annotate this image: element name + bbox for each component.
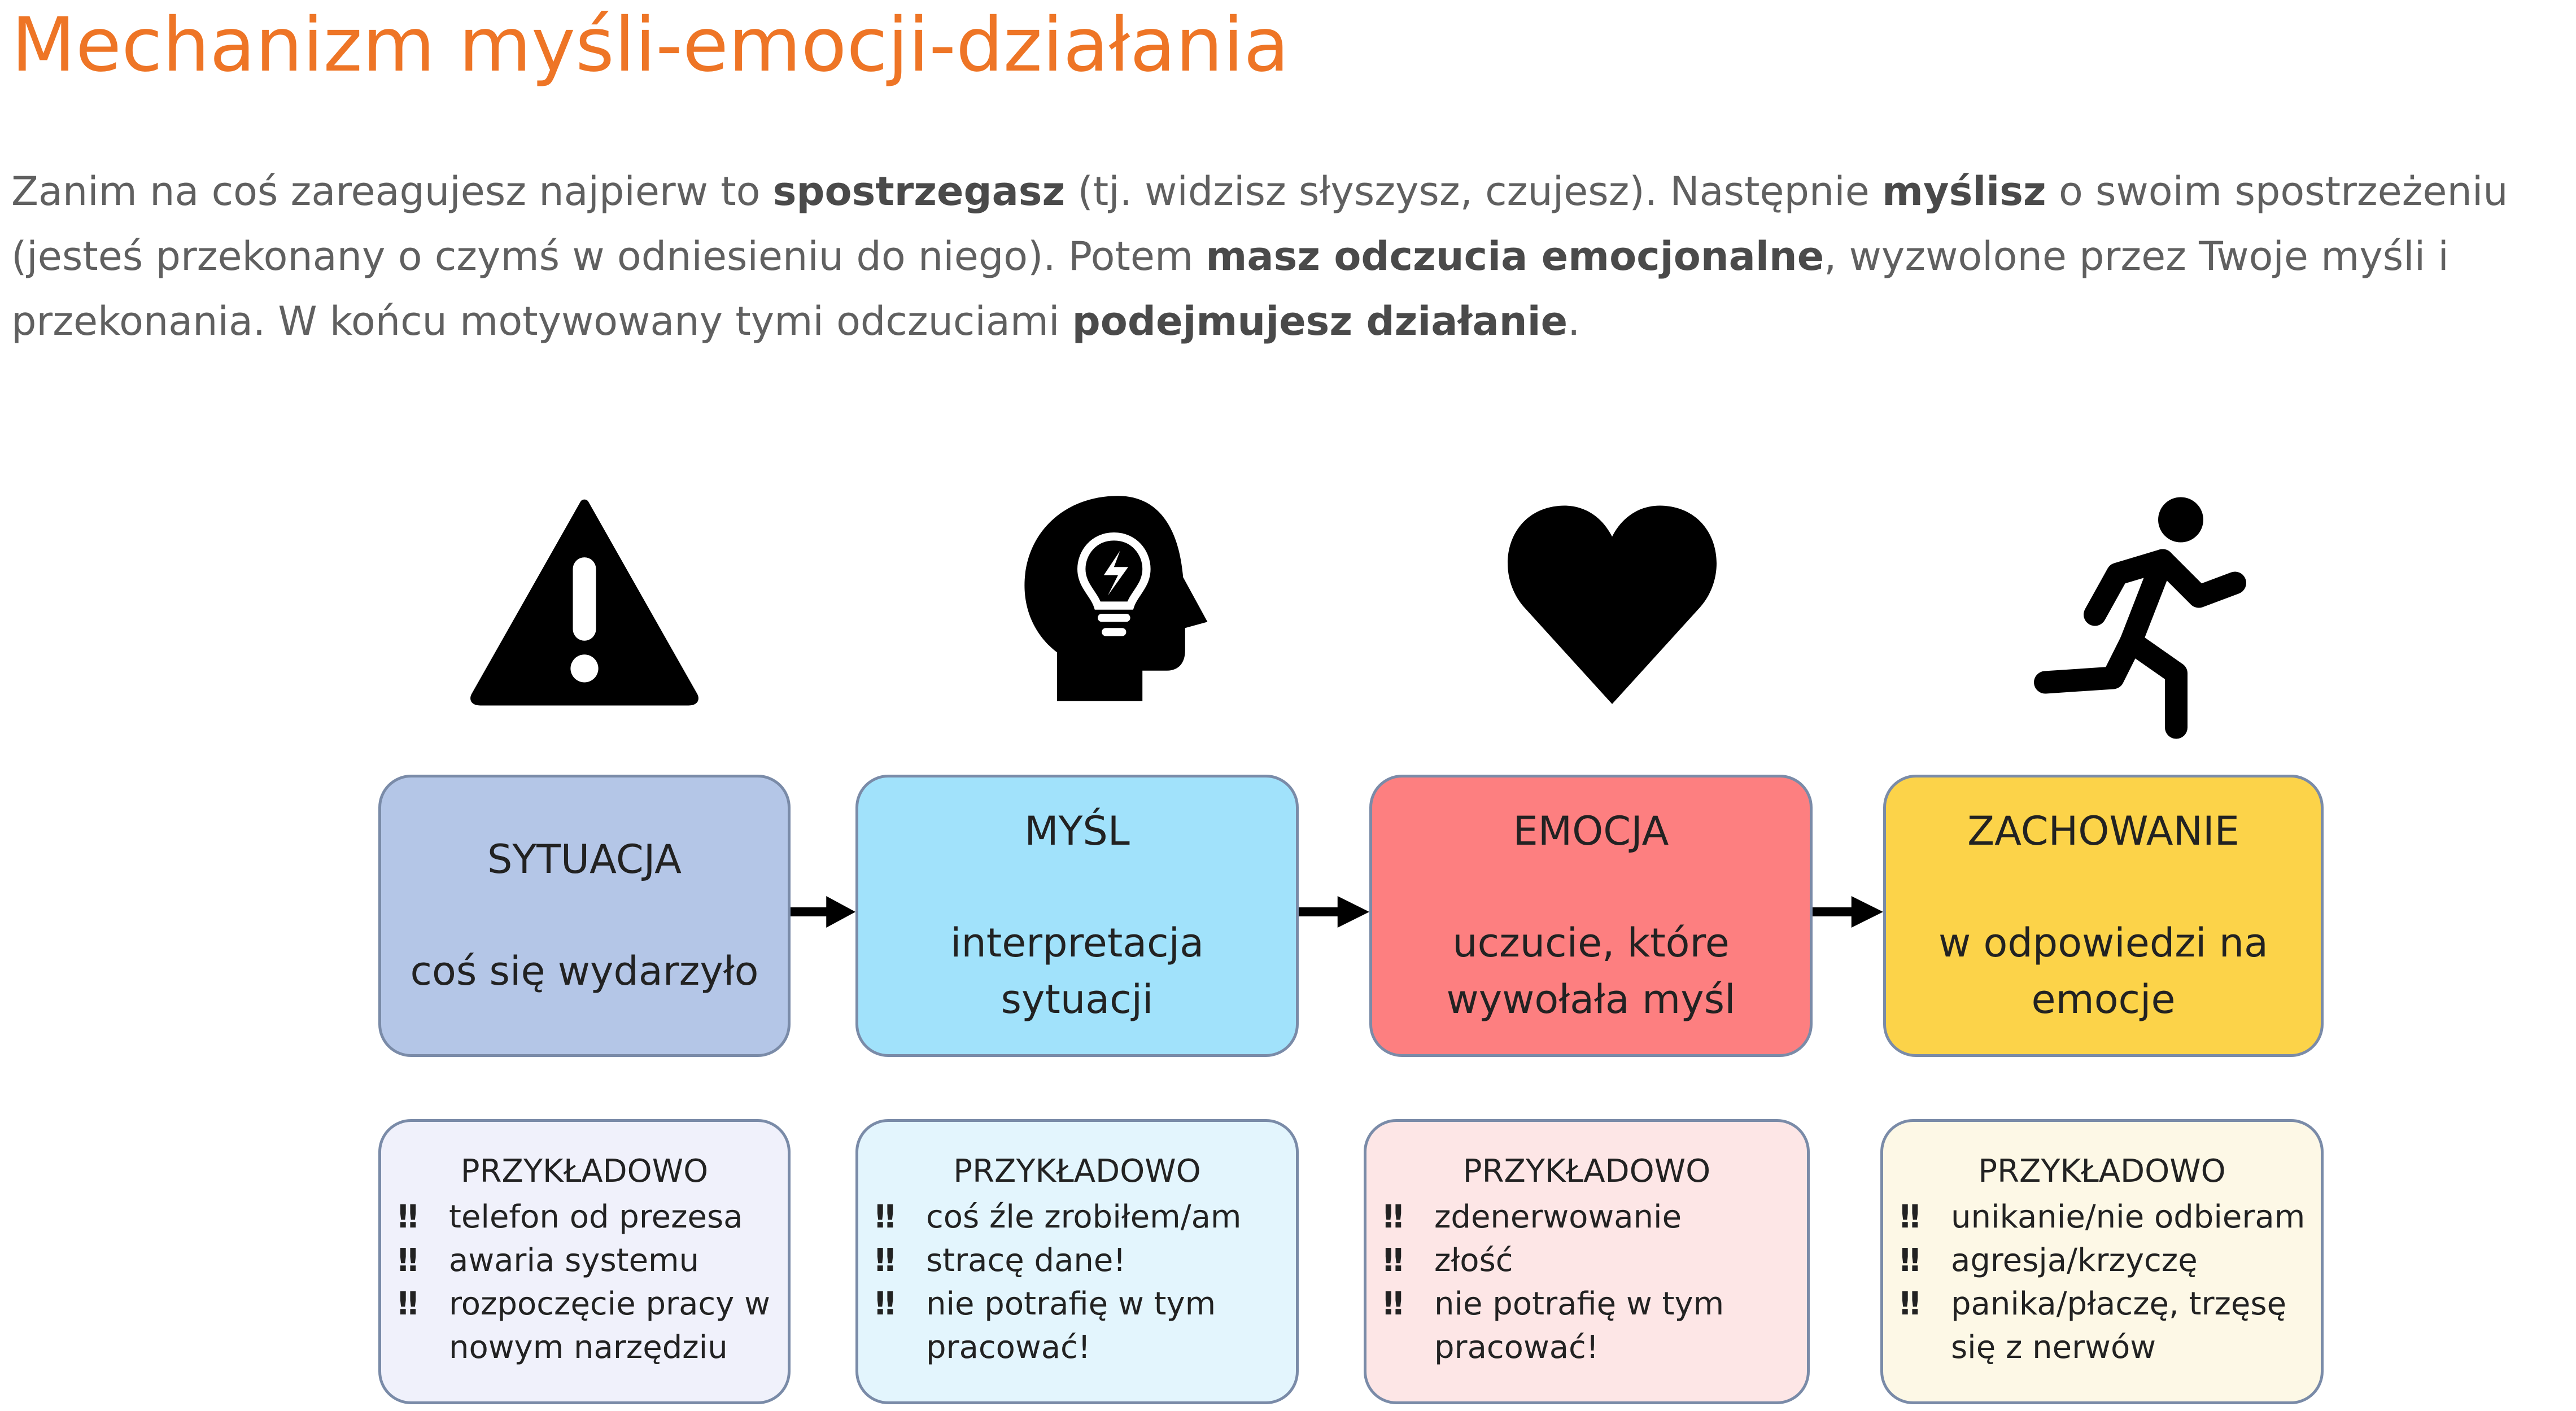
- example-text: nie potrafię w tym pracować!: [926, 1286, 1216, 1366]
- example-heading: PRZYKŁADOWO: [953, 1153, 1201, 1190]
- example-text: stracę dane!: [926, 1242, 1126, 1279]
- example-item: ‼ zdenerwowanie: [1383, 1195, 1807, 1239]
- example-item: ‼ unikanie/nie odbieram: [1900, 1195, 2321, 1239]
- example-heading: PRZYKŁADOWO: [1462, 1153, 1711, 1190]
- double-exclamation-icon: ‼: [875, 1286, 896, 1322]
- double-exclamation-icon: ‼: [398, 1199, 418, 1235]
- example-item: ‼ telefon od prezesa: [398, 1195, 788, 1239]
- intro-emphasis: myślisz: [1882, 168, 2046, 215]
- example-text: awaria systemu: [449, 1242, 700, 1279]
- example-item: ‼ rozpoczęcie pracy w nowym narzędziu: [398, 1282, 788, 1369]
- example-box: PRZYKŁADOWO ‼ coś źle zrobiłem/am ‼ stracę d…: [855, 1119, 1299, 1404]
- example-list: ‼ coś źle zrobiłem/am ‼ stracę dane! ‼ nie po…: [858, 1195, 1296, 1369]
- intro-emphasis: masz odczucia emocjonalne: [1206, 233, 1824, 279]
- intro-text: o swoim spostrzeżeniu (jesteś przekonany…: [11, 168, 2508, 279]
- stage-description: uczucie, które wywołała myśl: [1446, 920, 1736, 1023]
- double-exclamation-icon: ‼: [398, 1286, 418, 1322]
- stage-title: EMOCJA: [1513, 808, 1669, 854]
- intro-emphasis: spostrzegasz: [772, 168, 1066, 215]
- example-list: ‼ unikanie/nie odbieram ‼ agresja/krzyczę ‼ p…: [1883, 1195, 2321, 1369]
- intro-paragraph: Zanim na coś zareagujesz najpierw to spo…: [11, 159, 2564, 354]
- stage-description: w odpowiedzi na emocje: [1938, 920, 2268, 1023]
- double-exclamation-icon: ‼: [398, 1242, 418, 1279]
- stage-title: SYTUACJA: [487, 836, 682, 883]
- example-heading: PRZYKŁADOWO: [460, 1153, 709, 1190]
- stage-box: EMOCJA uczucie, które wywołała myśl: [1369, 775, 1813, 1057]
- example-text: unikanie/nie odbieram: [1951, 1199, 2306, 1235]
- double-exclamation-icon: ‼: [875, 1242, 896, 1279]
- heart-icon: [1502, 497, 1722, 709]
- example-item: ‼ coś źle zrobiłem/am: [875, 1195, 1296, 1239]
- example-text: coś źle zrobiłem/am: [926, 1199, 1242, 1235]
- running-person-icon: [2027, 491, 2253, 742]
- example-box: PRZYKŁADOWO ‼ unikanie/nie odbieram ‼ agresj…: [1880, 1119, 2324, 1404]
- example-text: telefon od prezesa: [449, 1199, 743, 1235]
- double-exclamation-icon: ‼: [875, 1199, 896, 1235]
- example-heading: PRZYKŁADOWO: [1978, 1153, 2226, 1190]
- intro-text: (tj. widzisz słyszysz, czujesz). Następn…: [1065, 168, 1883, 215]
- double-exclamation-icon: ‼: [1383, 1286, 1404, 1322]
- intro-emphasis: podejmujesz działanie: [1072, 298, 1568, 344]
- example-list: ‼ zdenerwowanie ‼ złość ‼ nie potrafię w tym …: [1366, 1195, 1807, 1369]
- example-item: ‼ agresja/krzyczę: [1900, 1239, 2321, 1282]
- page-title: Mechanizm myśli-emocji-działania: [11, 2, 1290, 89]
- example-box: PRZYKŁADOWO ‼ telefon od prezesa ‼ awaria sy…: [378, 1119, 791, 1404]
- intro-text: .: [1568, 298, 1580, 344]
- stage-title: ZACHOWANIE: [1967, 808, 2239, 854]
- stage-box: MYŚL interpretacja sytuacji: [855, 775, 1299, 1057]
- example-item: ‼ stracę dane!: [875, 1239, 1296, 1282]
- stage-title: MYŚL: [1024, 808, 1130, 854]
- example-item: ‼ nie potrafię w tym pracować!: [1383, 1282, 1807, 1369]
- example-text: rozpoczęcie pracy w nowym narzędziu: [449, 1286, 770, 1366]
- example-box: PRZYKŁADOWO ‼ zdenerwowanie ‼ złość ‼ nie potr…: [1364, 1119, 1810, 1404]
- flow-arrow: [1813, 894, 1883, 930]
- example-text: złość: [1434, 1242, 1513, 1279]
- warning-icon: [469, 497, 700, 706]
- stage-description: interpretacja sytuacji: [950, 920, 1204, 1023]
- example-item: ‼ nie potrafię w tym pracować!: [875, 1282, 1296, 1369]
- example-text: agresja/krzyczę: [1951, 1242, 2198, 1279]
- stage-box: SYTUACJA coś się wydarzyło: [378, 775, 791, 1057]
- example-item: ‼ panika/płaczę, trzęsę się z nerwów: [1900, 1282, 2321, 1369]
- flow-arrow: [791, 894, 855, 930]
- double-exclamation-icon: ‼: [1900, 1242, 1920, 1279]
- example-item: ‼ awaria systemu: [398, 1239, 788, 1282]
- flow-arrow: [1299, 894, 1369, 930]
- example-list: ‼ telefon od prezesa ‼ awaria systemu ‼ rozpo…: [381, 1195, 788, 1369]
- double-exclamation-icon: ‼: [1900, 1286, 1920, 1322]
- intro-text: Zanim na coś zareagujesz najpierw to: [11, 168, 773, 215]
- head-lightbulb-icon: [1016, 480, 1220, 717]
- stage-box: ZACHOWANIE w odpowiedzi na emocje: [1883, 775, 2324, 1057]
- double-exclamation-icon: ‼: [1383, 1242, 1404, 1279]
- example-text: zdenerwowanie: [1434, 1199, 1682, 1235]
- intro-text: , wyzwolone przez Twoje myśli i przekona…: [11, 233, 2449, 344]
- stage-description: coś się wydarzyło: [410, 948, 759, 994]
- example-item: ‼ złość: [1383, 1239, 1807, 1282]
- example-text: nie potrafię w tym pracować!: [1434, 1286, 1724, 1366]
- double-exclamation-icon: ‼: [1383, 1199, 1404, 1235]
- example-text: panika/płaczę, trzęsę się z nerwów: [1951, 1286, 2287, 1366]
- double-exclamation-icon: ‼: [1900, 1199, 1920, 1235]
